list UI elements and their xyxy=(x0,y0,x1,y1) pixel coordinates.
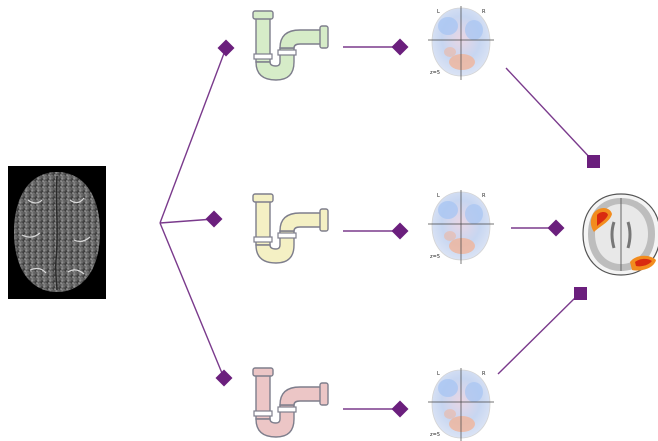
diamond-icon xyxy=(391,38,409,56)
brain-axial-slice-icon: L Rz=5 xyxy=(428,368,494,441)
pipe-elbow xyxy=(279,29,323,49)
diamond-icon xyxy=(217,39,235,57)
diamond-icon xyxy=(391,400,409,418)
map-blob-orange xyxy=(444,231,456,241)
map-right-label: R xyxy=(482,193,486,199)
map-blob-blue xyxy=(438,379,458,397)
map-blob-blue xyxy=(465,20,483,40)
pipe-joint xyxy=(253,236,273,243)
map-blob-orange xyxy=(449,54,475,70)
mri-gyri xyxy=(21,197,91,275)
pipe-joint xyxy=(277,49,297,56)
map-slice-label: z=5 xyxy=(430,70,440,76)
connector-lines xyxy=(159,46,594,410)
map-blob-blue xyxy=(465,382,483,402)
map-left-label: L xyxy=(437,193,440,199)
map-blob-orange xyxy=(449,416,475,432)
map-right-label: R xyxy=(482,9,486,15)
pipe-left-cap xyxy=(252,367,274,377)
pipe-icon xyxy=(252,193,329,264)
diamond-icon xyxy=(205,210,223,228)
pipe-icon xyxy=(252,367,329,438)
map-blob-blue xyxy=(465,204,483,224)
map-blob-orange xyxy=(444,47,456,57)
map-blob-blue xyxy=(438,201,458,219)
pipe-right-cap xyxy=(319,382,329,406)
pipe-joint xyxy=(253,53,273,60)
pipe-joint xyxy=(277,232,297,239)
mri-midline xyxy=(54,175,58,291)
map-slice-label: z=5 xyxy=(430,254,440,260)
map-slice-label: z=5 xyxy=(430,432,440,438)
brain-activation-icon xyxy=(582,193,658,276)
map-right-label: R xyxy=(482,371,486,377)
diamond-icon xyxy=(547,219,565,237)
map-to-output-line-bottom xyxy=(497,292,581,375)
map-blob-orange xyxy=(449,238,475,254)
pipe-right-cap xyxy=(319,208,329,232)
map-to-output-line-top xyxy=(505,67,594,162)
brain-axial-slice-icon: L Rz=5 xyxy=(428,190,494,264)
pipe-left-cap xyxy=(252,10,274,20)
map-left-label: L xyxy=(437,9,440,15)
pipe-elbow xyxy=(279,386,323,406)
diamond-icon xyxy=(391,222,409,240)
activation-right-core xyxy=(635,258,652,267)
branch-line-bottom xyxy=(159,222,225,379)
brain-mri-icon xyxy=(8,166,106,299)
pipe-right-cap xyxy=(319,25,329,49)
pipe-joint xyxy=(277,406,297,413)
pipe-icon xyxy=(252,10,329,81)
map-blob-orange xyxy=(444,409,456,419)
square-icon xyxy=(574,287,587,300)
branch-line-top xyxy=(159,47,227,224)
brain-axial-slice-icon: L Rz=5 xyxy=(428,6,494,80)
pipe-joint xyxy=(253,410,273,417)
map-left-label: L xyxy=(437,371,440,377)
square-icon xyxy=(587,155,600,168)
output-brain-ventricles xyxy=(610,221,632,249)
pipe-elbow xyxy=(279,212,323,232)
branch-line-middle xyxy=(159,218,215,224)
pipe-left-cap xyxy=(252,193,274,203)
map-blob-blue xyxy=(438,17,458,35)
activation-left-core xyxy=(597,212,608,226)
diamond-icon xyxy=(215,369,233,387)
